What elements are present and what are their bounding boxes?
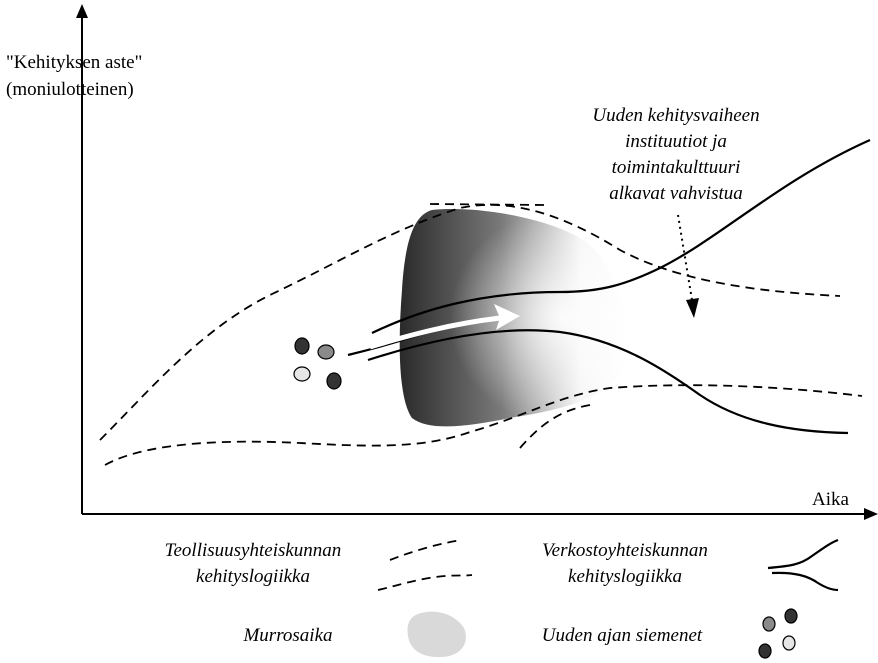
seed-dark bbox=[758, 643, 772, 659]
annotation-line: instituutiot ja bbox=[625, 131, 727, 152]
y-axis-label-line2: (moniulotteinen) bbox=[6, 79, 134, 100]
axes bbox=[76, 4, 878, 520]
legend-network-line2: kehityslogiikka bbox=[568, 566, 682, 587]
annotation: Uuden kehitysvaiheen instituutiot ja toi… bbox=[592, 105, 760, 318]
legend-seeds-label: Uuden ajan siemenet bbox=[542, 625, 703, 646]
y-axis-label-line1: "Kehityksen aste" bbox=[6, 52, 142, 73]
seed-light bbox=[782, 635, 796, 651]
y-axis-arrowhead bbox=[76, 4, 88, 18]
annotation-line: toimintakulttuuri bbox=[612, 157, 741, 178]
x-axis-arrowhead bbox=[864, 508, 878, 520]
legend-industrial-line1: Teollisuusyhteiskunnan bbox=[165, 540, 342, 561]
legend-seeds-swatch bbox=[758, 608, 798, 659]
transition-arrow bbox=[369, 304, 520, 350]
legend-network-line1: Verkostoyhteiskunnan bbox=[542, 540, 708, 561]
annotation-line: Uuden kehitysvaiheen bbox=[592, 105, 759, 126]
industrial-branch-dash bbox=[519, 404, 591, 449]
seeds-of-new-era bbox=[293, 337, 342, 390]
seed-dark bbox=[326, 372, 342, 390]
network-lower-curve bbox=[367, 329, 849, 435]
seed-dark bbox=[784, 608, 798, 624]
legend-industrial-swatch bbox=[377, 539, 473, 591]
legend: Teollisuusyhteiskunnan kehityslogiikka V… bbox=[165, 538, 839, 659]
x-axis-label: Aika bbox=[812, 489, 850, 510]
annotation-pointer-head bbox=[686, 298, 699, 318]
seed-mid bbox=[317, 344, 335, 360]
annotation-pointer bbox=[677, 214, 693, 301]
seed-light bbox=[293, 366, 311, 382]
seed-dark bbox=[294, 337, 310, 355]
industrial-top-dash bbox=[429, 203, 546, 206]
network-upper-curve bbox=[371, 138, 871, 334]
legend-network-swatch bbox=[767, 538, 839, 592]
legend-transition-swatch bbox=[407, 611, 466, 658]
annotation-line: alkavat vahvistua bbox=[609, 183, 743, 204]
legend-transition-label: Murrosaika bbox=[242, 625, 332, 646]
legend-industrial-line2: kehityslogiikka bbox=[196, 566, 310, 587]
seed-mid bbox=[762, 616, 776, 632]
